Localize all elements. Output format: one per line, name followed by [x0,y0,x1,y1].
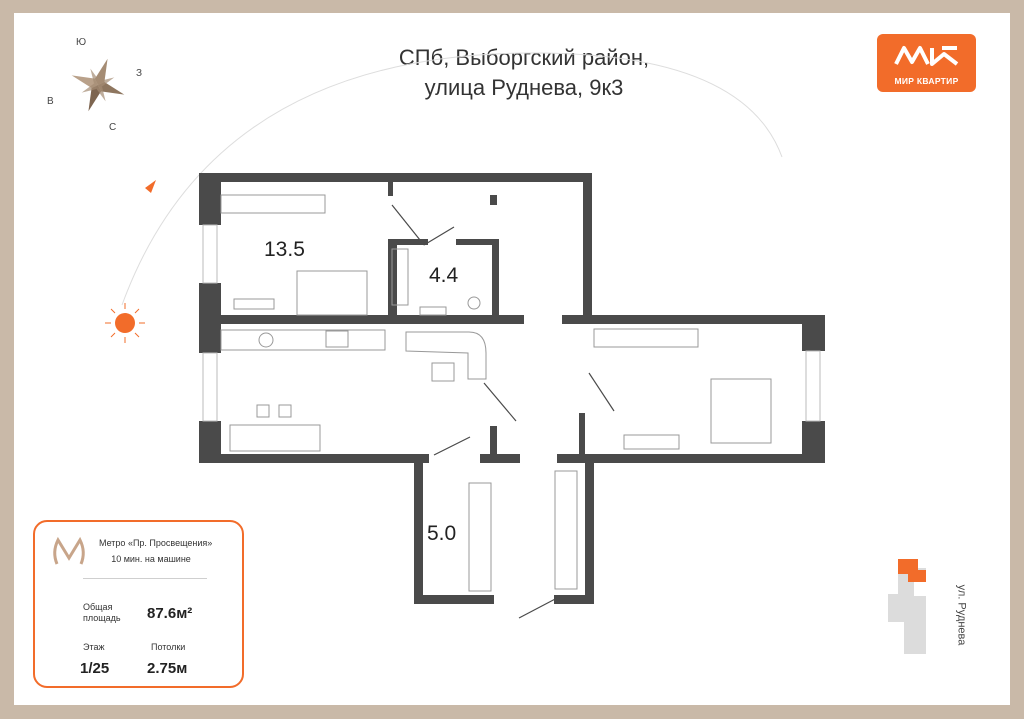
metro-name: Метро «Пр. Просвещения» [99,538,213,548]
ceiling-value: 2.75м [147,660,188,677]
room-area-5-0: 5.0 [427,522,457,545]
compass-east-label: З [136,68,143,79]
plan-sheet: СПб, Выборгский район, улица Руднева, 9к… [14,13,1010,705]
plan-furniture [220,194,772,592]
page-title: СПб, Выборгский район, улица Руднева, 9к… [314,43,734,103]
metro-travel-time: 10 мин. на машине [111,554,191,564]
building-site-plan [888,559,926,654]
info-card: Метро «Пр. Просвещения» 10 мин. на машин… [33,520,244,688]
floor-plan [199,173,825,619]
sun-path-arrow-icon [145,180,156,193]
title-line-1: СПб, Выборгский район, [398,45,650,70]
metro-icon [53,536,85,565]
sun-path-arc [105,52,783,343]
plan-doors [391,204,615,619]
compass-rose-icon [71,58,125,112]
plan-windows [202,224,821,422]
floor-value: 1/25 [80,660,110,677]
total-area-value: 87.6м² [147,605,193,622]
logo-mark-icon [894,46,959,66]
room-area-13-5: 13.5 [264,238,305,261]
brand-logo: МИР КВАРТИР [877,34,976,92]
total-area-label-2: площадь [83,613,121,623]
logo-text: МИР КВАРТИР [894,76,959,86]
compass-north-label: Ю [76,37,87,48]
sun-icon [105,303,145,343]
total-area-label-1: Общая [83,602,113,612]
ceiling-label: Потолки [151,642,186,652]
card-divider [83,578,207,579]
compass-west-label: В [47,96,54,107]
compass-south-label: С [109,122,117,133]
title-line-2: улица Руднева, 9к3 [424,75,624,100]
floor-label: Этаж [83,642,105,652]
room-area-4-4: 4.4 [429,264,459,287]
